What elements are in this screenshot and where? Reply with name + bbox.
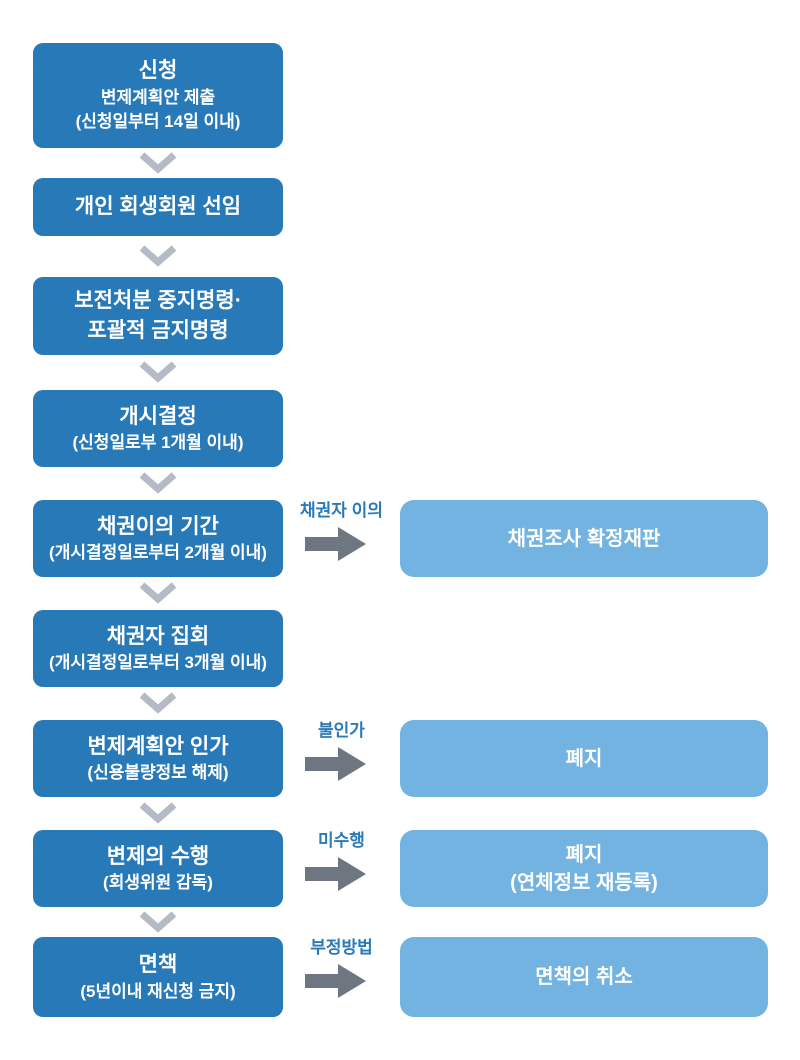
step-box-discharge: 면책 (5년이내 재신청 금지) xyxy=(33,937,283,1017)
step-line: (개시결정일로부터 2개월 이내) xyxy=(49,543,267,563)
step-line: (5년이내 재신청 금지) xyxy=(80,981,236,1001)
branch-line: (연체정보 재등록) xyxy=(510,871,658,894)
step-box-repayment: 변제의 수행 (회생위원 감독) xyxy=(33,830,283,907)
step-title: 채권자 집회 xyxy=(106,624,210,648)
step-box-apply: 신청 변제계획안 제출 (신청일부터 14일 이내) xyxy=(33,43,283,148)
step-box-appoint: 개인 회생회원 선임 xyxy=(33,178,283,236)
branch-label: 부정방법 xyxy=(310,938,373,957)
step-title: 변제의 수행 xyxy=(106,844,210,868)
arrow-down-icon xyxy=(138,911,178,933)
branch-box-claim-trial: 채권조사 확정재판 xyxy=(400,500,768,577)
arrow-right-icon xyxy=(305,963,367,999)
step-title: 개인 회생회원 선임 xyxy=(74,195,242,219)
arrow-right-icon xyxy=(305,526,367,562)
branch-box-abolition: 폐지 xyxy=(400,720,768,797)
step-box-preservation: 보전처분 중지명령· 포괄적 금지명령 xyxy=(33,277,283,355)
branch-label: 채권자 이의 xyxy=(300,501,383,520)
arrow-down-icon xyxy=(138,152,178,174)
branch-label: 불인가 xyxy=(318,721,365,740)
step-box-commencement: 개시결정 (신청일로부 1개월 이내) xyxy=(33,390,283,467)
arrow-right-icon xyxy=(305,746,367,782)
arrow-down-icon xyxy=(138,472,178,494)
step-box-creditors-meeting: 채권자 집회 (개시결정일로부터 3개월 이내) xyxy=(33,610,283,687)
step-line: (신청일부터 14일 이내) xyxy=(75,112,241,132)
step-line: (회생위원 감독) xyxy=(103,873,213,893)
arrow-down-icon xyxy=(138,361,178,383)
branch-line: 면책의 취소 xyxy=(535,966,633,988)
arrow-down-icon xyxy=(138,245,178,267)
step-box-plan-approval: 변제계획안 인가 (신용불량정보 해제) xyxy=(33,720,283,797)
arrow-down-icon xyxy=(138,802,178,824)
step-title: 신청 xyxy=(138,59,178,83)
arrow-down-icon xyxy=(138,692,178,714)
arrow-down-icon xyxy=(138,582,178,604)
branch-box-abolition-reregister: 폐지 (연체정보 재등록) xyxy=(400,830,768,907)
branch-line: 채권조사 확정재판 xyxy=(507,527,661,550)
step-title: 변제계획안 인가 xyxy=(87,734,229,758)
branch-label: 미수행 xyxy=(318,831,365,850)
step-line: 포괄적 금지명령 xyxy=(87,319,229,342)
branch-line: 폐지 xyxy=(565,843,603,866)
arrow-right-icon xyxy=(305,856,367,892)
step-line: 변제계획안 제출 xyxy=(100,88,216,108)
branch-line: 폐지 xyxy=(565,747,603,770)
step-line: (신청일로부 1개월 이내) xyxy=(72,433,244,453)
branch-box-discharge-cancel: 면책의 취소 xyxy=(400,937,768,1017)
step-line: (신용불량정보 해제) xyxy=(87,763,229,783)
step-title: 채권이의 기간 xyxy=(97,514,219,538)
step-box-objection-period: 채권이의 기간 (개시결정일로부터 2개월 이내) xyxy=(33,500,283,577)
step-title: 보전처분 중지명령· xyxy=(74,289,242,313)
step-line: (개시결정일로부터 3개월 이내) xyxy=(49,653,267,673)
step-title: 면책 xyxy=(138,953,178,977)
step-title: 개시결정 xyxy=(119,404,197,428)
